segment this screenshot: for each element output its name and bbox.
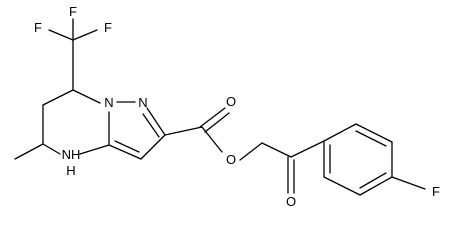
bond-cf3-c-f3 [72,29,98,41]
bond-c2-c3 [140,134,166,160]
bond-ar-4-5-double [359,172,387,189]
bond-cketone-ring [290,140,325,158]
bond-c7-c6 [42,89,74,106]
bond-ar-5-6 [323,176,361,196]
bond-c3-c3a-double [114,140,140,153]
bond-c5-nh [42,143,61,155]
atom-label-n-ring-right: N [138,95,147,110]
bond-ar-2-3-double [355,130,387,147]
bond-c5-methyl [14,143,44,160]
bond-ar-4-5 [359,176,393,196]
bond-n2-c2 [146,107,166,136]
atom-label-f-top-left: F [34,20,42,35]
atom-label-h: H [66,163,75,178]
bond-c2-ccarbonyl [164,126,203,136]
atom-label-f-top-mid: F [69,4,77,19]
atom-label-nh: NH [62,147,81,162]
atom-label-o-ester: O [226,152,236,167]
bond-oester-ch2 [239,142,263,161]
atom-label-o-ketone: O [286,194,296,209]
atom-label-o-carbonyl-ester: O [226,94,236,109]
bond-ccarbonyl-o-double-a [199,107,226,128]
bond-ccarbonyl-o-double-b [204,112,230,133]
atom-label-f-para: F [432,184,440,199]
bond-ccarbonyl-oester [201,126,223,153]
bond-ar-2-3 [355,123,393,143]
bond-ch2-cketone [261,142,292,158]
bond-nh-c3a [79,144,110,155]
bond-c3-c3a [108,144,142,160]
atom-label-n-ring-left: N [104,95,113,110]
bond-ar-1-2 [323,123,357,142]
bond-cf3-c-f1 [48,29,74,41]
bond-n2-c2-double [142,113,160,138]
atom-label-f-top-right: F [104,20,112,35]
bond-ar-c-f [391,176,426,190]
bond-c7-n1 [72,89,101,104]
